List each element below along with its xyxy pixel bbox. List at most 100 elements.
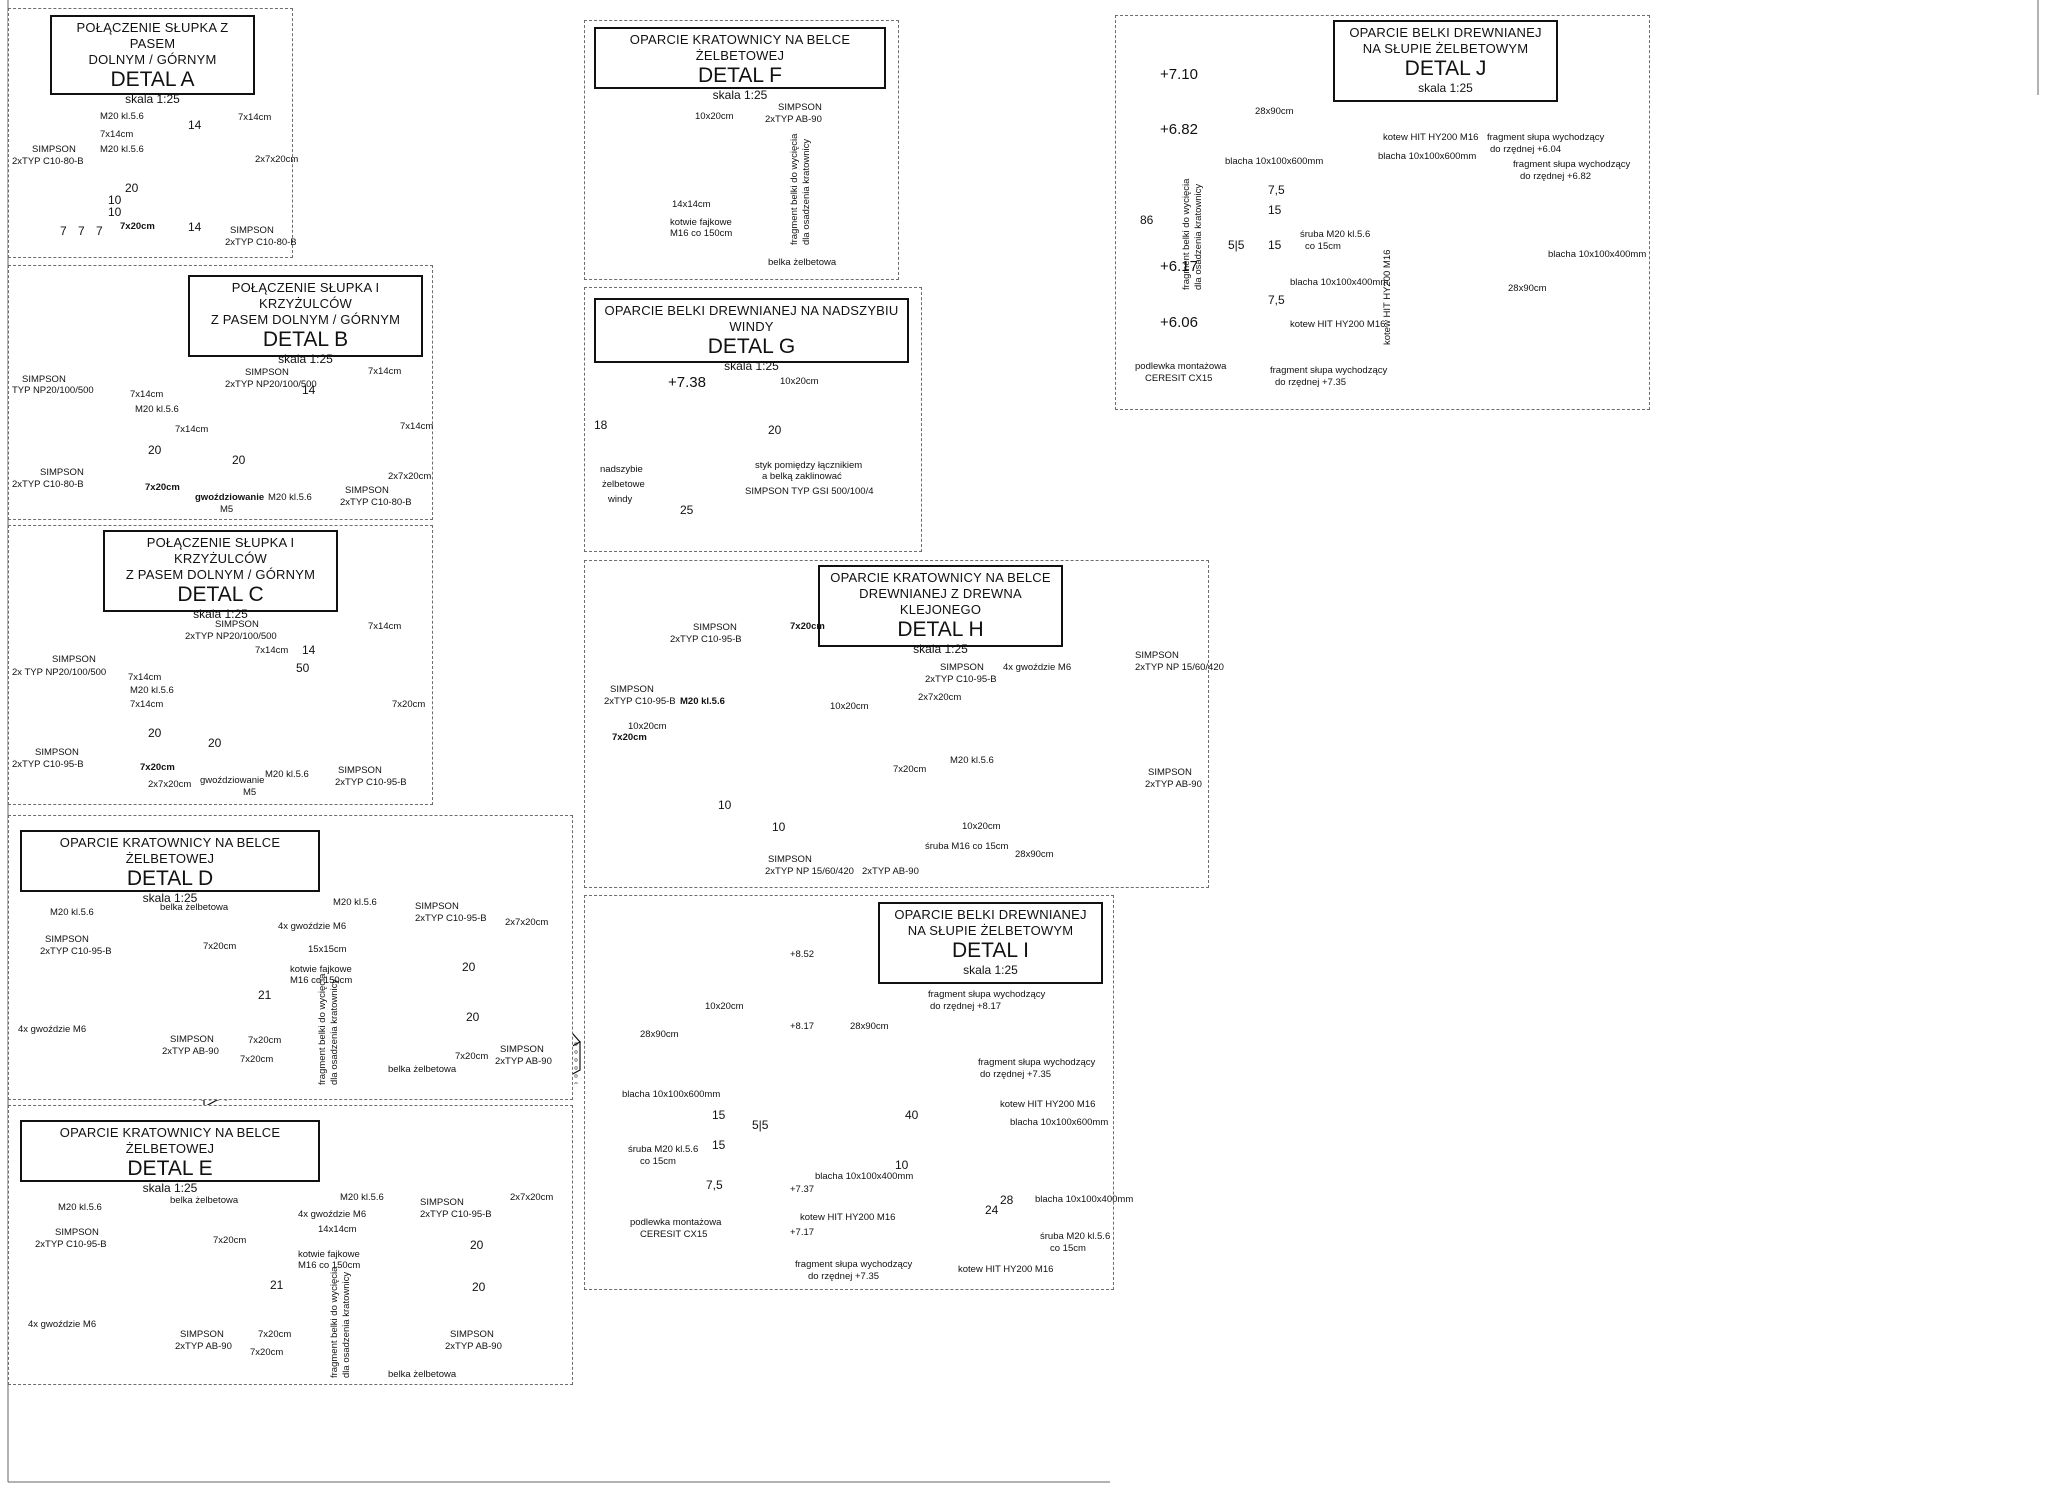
label-connector-type: 2xTYP C10-95-B	[35, 1239, 107, 1250]
label-section: 2x7x20cm	[255, 154, 299, 165]
dim-5-5: 5|5	[1228, 238, 1245, 252]
label-angle-type: 2xTYP AB-90	[765, 114, 822, 125]
dim-20: 20	[470, 1238, 484, 1252]
label-connector-type: 2xTYP C10-80-B	[225, 237, 297, 248]
dim-20: 20	[466, 1010, 480, 1024]
label-section: 7x20cm	[213, 1235, 247, 1246]
label-beam-cut: fragment belki do wycięcia	[329, 1266, 340, 1378]
label-bolt: śruba M20 kl.5.6	[1040, 1231, 1111, 1242]
label-section: 7x20cm	[203, 941, 237, 952]
title-line: Z PASEM DOLNYM / GÓRNYM	[125, 567, 316, 582]
label-anchor: kotew HIT HY200 M16	[1290, 319, 1386, 330]
label-nails: 4x gwoździe M6	[28, 1319, 97, 1330]
label-section: 7x14cm	[238, 112, 272, 123]
label-connector-type: 2xTYP C10-95-B	[12, 759, 84, 770]
title-detail-b: POŁĄCZENIE SŁUPKA I KRZYŻULCÓW Z PASEM D…	[188, 275, 423, 366]
scale-label: skala 1:25	[913, 642, 968, 656]
label-plate: blacha 10x100x600mm	[1225, 156, 1324, 167]
label-strap-type: 2xTYP NP 15/60/420	[1135, 662, 1224, 673]
dim-20: 20	[232, 453, 246, 467]
dim-21: 21	[258, 988, 272, 1002]
label-plate: blacha 10x100x600mm	[1378, 151, 1477, 162]
label-angle-type: 2xTYP AB-90	[862, 866, 919, 877]
label-bolt-spacing: co 15cm	[1050, 1243, 1086, 1254]
label-section: 7x14cm	[100, 129, 134, 140]
title-line: NA SŁUPIE ŻELBETOWYM	[907, 923, 1074, 938]
label-column-frag: fragment słupa wychodzący	[795, 1259, 913, 1270]
label-angle-type: 2xTYP AB-90	[1145, 779, 1202, 790]
detail-name: DETAL B	[262, 328, 349, 351]
label-anchor: kotew HIT HY200 M16	[958, 1264, 1054, 1275]
label-simpson: SIMPSON	[215, 619, 259, 630]
label-connector-type: 2xTYP C10-95-B	[420, 1209, 492, 1220]
label-bolt-spacing: śruba M16 co 15cm	[925, 841, 1009, 852]
label-section: 7x14cm	[368, 621, 402, 632]
label-simpson: SIMPSON	[500, 1044, 544, 1055]
label-beam-cut: dla osadzenia kratownicy	[341, 1271, 352, 1378]
dim-40: 40	[905, 1108, 919, 1122]
label-section: 28x90cm	[640, 1029, 679, 1040]
dim-10: 10	[108, 205, 122, 219]
label-rc-beam: belka żelbetowa	[160, 902, 229, 913]
label-section: 7x20cm	[145, 482, 180, 493]
title-line: DREWNIANEJ Z DREWNA KLEJONEGO	[859, 586, 1022, 617]
dim-14: 14	[302, 383, 316, 397]
label-section: 14x14cm	[672, 199, 711, 210]
label-nail-size: M5	[243, 787, 257, 798]
label-section: 7x20cm	[893, 764, 927, 775]
label-simpson: SIMPSON	[778, 102, 822, 113]
dim-15: 15	[1268, 238, 1282, 252]
label-angle-type: 2xTYP AB-90	[445, 1341, 502, 1352]
label-column-frag: do rzędnej +6.82	[1520, 171, 1592, 182]
title-line: POŁĄCZENIE SŁUPKA I KRZYŻULCÓW	[231, 280, 380, 311]
label-simpson: SIMPSON	[180, 1329, 224, 1340]
dim-10: 10	[108, 193, 122, 207]
label-section: 7x20cm	[140, 762, 175, 773]
label-nailing: gwoździowanie	[200, 775, 265, 786]
label-nails: 4x gwoździe M6	[1003, 662, 1072, 673]
label-section: 28x90cm	[850, 1021, 889, 1032]
label-connector-type: 2xTYP C10-95-B	[925, 674, 997, 685]
label-simpson: SIMPSON	[610, 684, 654, 695]
title-line: OPARCIE BELKI DREWNIANEJ NA NADSZYBIU WI…	[604, 303, 899, 334]
label-angle-type: 2xTYP AB-90	[175, 1341, 232, 1352]
label-bolt: M20 kl.5.6	[100, 111, 144, 122]
label-shaft: nadszybie	[600, 464, 643, 475]
label-section: 10x20cm	[705, 1001, 744, 1012]
dim-10: 10	[718, 798, 732, 812]
label-anchor-spacing: M16 co 150cm	[298, 1260, 361, 1271]
label-connector-type: 2xTYP C10-95-B	[670, 634, 742, 645]
label-shaft: żelbetowe	[602, 479, 645, 490]
label-strap-type: 2xTYP NP20/100/500	[185, 631, 277, 642]
level-mark: +7.17	[790, 1227, 815, 1238]
label-simpson: SIMPSON	[345, 485, 389, 496]
label-hanger-type: SIMPSON TYP GSI 500/100/4	[745, 486, 874, 497]
title-line: POŁĄCZENIE SŁUPKA Z PASEM	[76, 20, 229, 51]
label-connector-type: 2xTYP C10-95-B	[415, 913, 487, 924]
label-section: 2x7x20cm	[388, 471, 432, 482]
label-plate: blacha 10x100x400mm	[1290, 277, 1389, 288]
dim-7-5: 7,5	[1268, 293, 1285, 307]
label-bolt: M20 kl.5.6	[950, 755, 994, 766]
label-bolt: M20 kl.5.6	[135, 404, 179, 415]
title-line: DOLNYM / GÓRNYM	[88, 52, 217, 67]
dim-7: 7	[96, 224, 103, 238]
label-column-frag: fragment słupa wychodzący	[978, 1057, 1096, 1068]
label-angle-type: 2xTYP AB-90	[162, 1046, 219, 1057]
label-section: 7x14cm	[368, 366, 402, 377]
label-connector-type: 2xTYP C10-95-B	[335, 777, 407, 788]
dim-24: 24	[985, 1203, 999, 1217]
dim-20: 20	[125, 181, 139, 195]
label-column-frag: do rzędnej +7.35	[808, 1271, 880, 1282]
label-simpson: SIMPSON	[1135, 650, 1179, 661]
scale-label: skala 1:25	[712, 88, 768, 102]
label-simpson: SIMPSON	[35, 747, 79, 758]
label-section: 7x14cm	[130, 699, 164, 710]
label-bolt-spacing: co 15cm	[640, 1156, 676, 1167]
label-section: 7x20cm	[258, 1329, 292, 1340]
title-line: OPARCIE BELKI DREWNIANEJ	[894, 907, 1087, 922]
label-bolt: śruba M20 kl.5.6	[1300, 229, 1371, 240]
title-detail-f: OPARCIE KRATOWNICY NA BELCE ŻELBETOWEJ D…	[594, 27, 886, 102]
label-anchor: kotew HIT HY200 M16	[1382, 249, 1393, 345]
